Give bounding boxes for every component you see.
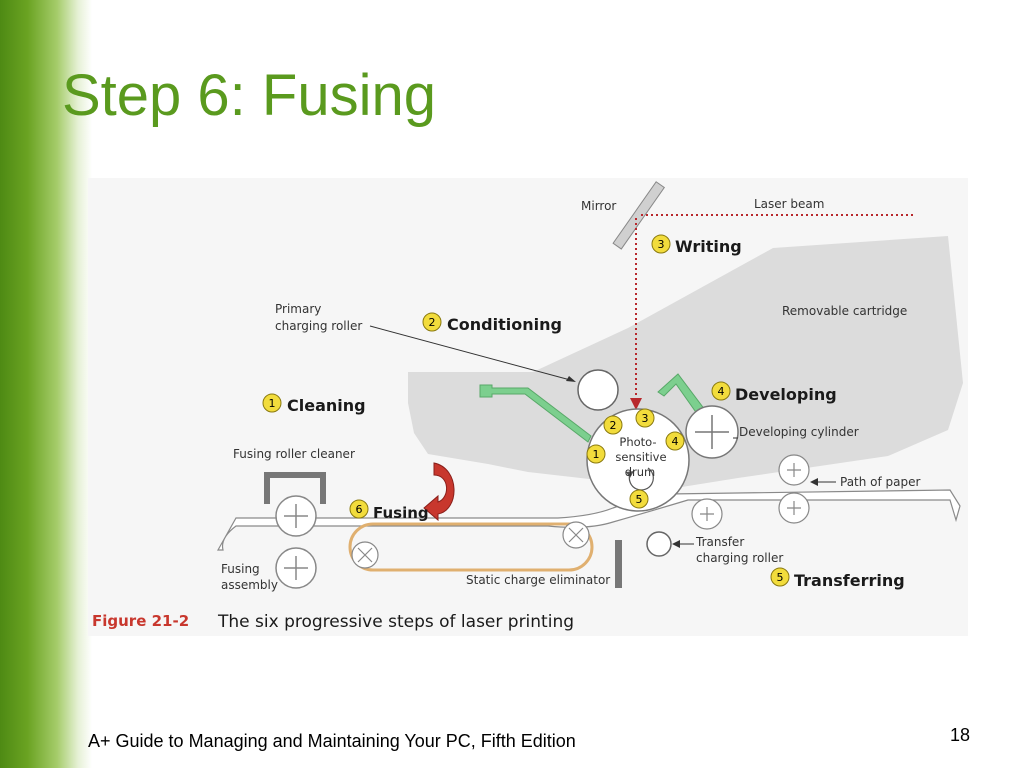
laser-beam-label: Laser beam	[754, 197, 824, 211]
path-of-paper-pointer-head	[810, 478, 818, 486]
step-4-number: 4	[718, 385, 725, 398]
cleaning-blade-shape	[479, 384, 592, 443]
step-cleaning-label: Cleaning	[287, 396, 366, 415]
conveyor-belt	[348, 522, 594, 572]
laser-arrowhead	[630, 398, 642, 410]
fusing-roller-bottom-cross	[284, 556, 308, 580]
step-developing-label: Developing	[735, 385, 837, 404]
transfer-roller-small-cross	[700, 507, 714, 521]
paper-roller-top-cross	[787, 463, 801, 477]
drum-step-5-number: 5	[636, 493, 643, 506]
drum-rotation-arrow	[628, 467, 654, 491]
drum-label-3: drum	[625, 465, 656, 479]
fusing-roller-cleaner-shape	[264, 472, 326, 504]
developing-cylinder-cross	[695, 415, 729, 449]
transfer-charging-roller	[646, 531, 672, 557]
step-fusing-label: Fusing	[373, 504, 429, 522]
primary-roller-pointer	[369, 325, 575, 382]
step-2-number: 2	[429, 316, 436, 329]
drum-step-2-badge	[603, 415, 623, 435]
drum-step-2-number: 2	[610, 419, 617, 432]
fusing-roller-top-cross	[284, 504, 308, 528]
step-2-badge	[422, 312, 442, 332]
belt-roller-left-x	[357, 547, 373, 563]
slide-footer: A+ Guide to Managing and Maintaining You…	[88, 731, 576, 751]
removable-cartridge-shape	[408, 236, 963, 490]
transfer-roller-pointer-head	[672, 540, 680, 548]
drum-step-3-badge	[635, 408, 655, 428]
mirror-label: Mirror	[581, 199, 616, 213]
laser-printer-diagram: 1 2 3 4 5 6 2 3 4 1 5 Cleaning Condition…	[88, 178, 968, 636]
drum-step-4-badge	[665, 431, 685, 451]
primary-charging-roller-label-1: Primary	[275, 302, 321, 316]
step-6-badge	[349, 499, 369, 519]
sidebar-gradient	[0, 0, 92, 768]
page-number: 18	[950, 725, 971, 745]
step-5-number: 5	[777, 571, 784, 584]
step-4-badge	[711, 381, 731, 401]
primary-charging-roller	[577, 369, 619, 411]
primary-roller-pointer-head	[566, 376, 576, 382]
paper-path-shape	[216, 489, 961, 551]
primary-charging-roller-label-2: charging roller	[275, 319, 362, 333]
step-6-number: 6	[356, 503, 363, 516]
fusing-arrow-icon	[423, 462, 455, 522]
laser-printing-figure: 1 2 3 4 5 6 2 3 4 1 5 Cleaning Condition…	[88, 178, 968, 636]
fusing-assembly-label-1: Fusing	[221, 562, 260, 576]
drum-step-3-number: 3	[642, 412, 649, 425]
transfer-charging-roller-label-2: charging roller	[696, 551, 783, 565]
photosensitive-drum	[586, 408, 690, 512]
step-transferring-label: Transferring	[794, 571, 905, 590]
belt-roller-right-x	[568, 527, 584, 543]
drum-step-4-number: 4	[672, 435, 679, 448]
drum-label-2: sensitive	[615, 450, 666, 464]
step-conditioning-label: Conditioning	[447, 315, 562, 334]
drum-step-1-badge	[586, 444, 606, 464]
step-3-badge	[651, 234, 671, 254]
step-1-number: 1	[269, 397, 276, 410]
path-of-paper-label: Path of paper	[840, 475, 921, 489]
static-charge-eliminator-shape	[615, 540, 622, 588]
step-writing-label: Writing	[675, 237, 742, 256]
developing-cylinder-label: Developing cylinder	[739, 425, 859, 439]
drum-step-5-badge	[629, 489, 649, 509]
slide-title: Step 6: Fusing	[62, 63, 436, 128]
step-3-number: 3	[658, 238, 665, 251]
step-1-badge	[262, 393, 282, 413]
fusing-assembly-label-2: assembly	[221, 578, 278, 592]
mirror-shape	[612, 181, 666, 250]
drum-label-1: Photo-	[619, 435, 656, 449]
drum-step-1-number: 1	[593, 448, 600, 461]
paper-roller-bottom-cross	[787, 501, 801, 515]
drum-rotation-arrowhead	[626, 471, 634, 478]
static-charge-eliminator-label: Static charge eliminator	[466, 573, 610, 587]
fusing-roller-cleaner-label: Fusing roller cleaner	[233, 447, 355, 461]
removable-cartridge-label: Removable cartridge	[782, 304, 907, 318]
step-5-badge	[770, 567, 790, 587]
figure-caption-text: The six progressive steps of laser print…	[217, 612, 574, 632]
figure-number-label: Figure 21-2	[92, 612, 189, 630]
transfer-charging-roller-label-1: Transfer	[695, 535, 744, 549]
